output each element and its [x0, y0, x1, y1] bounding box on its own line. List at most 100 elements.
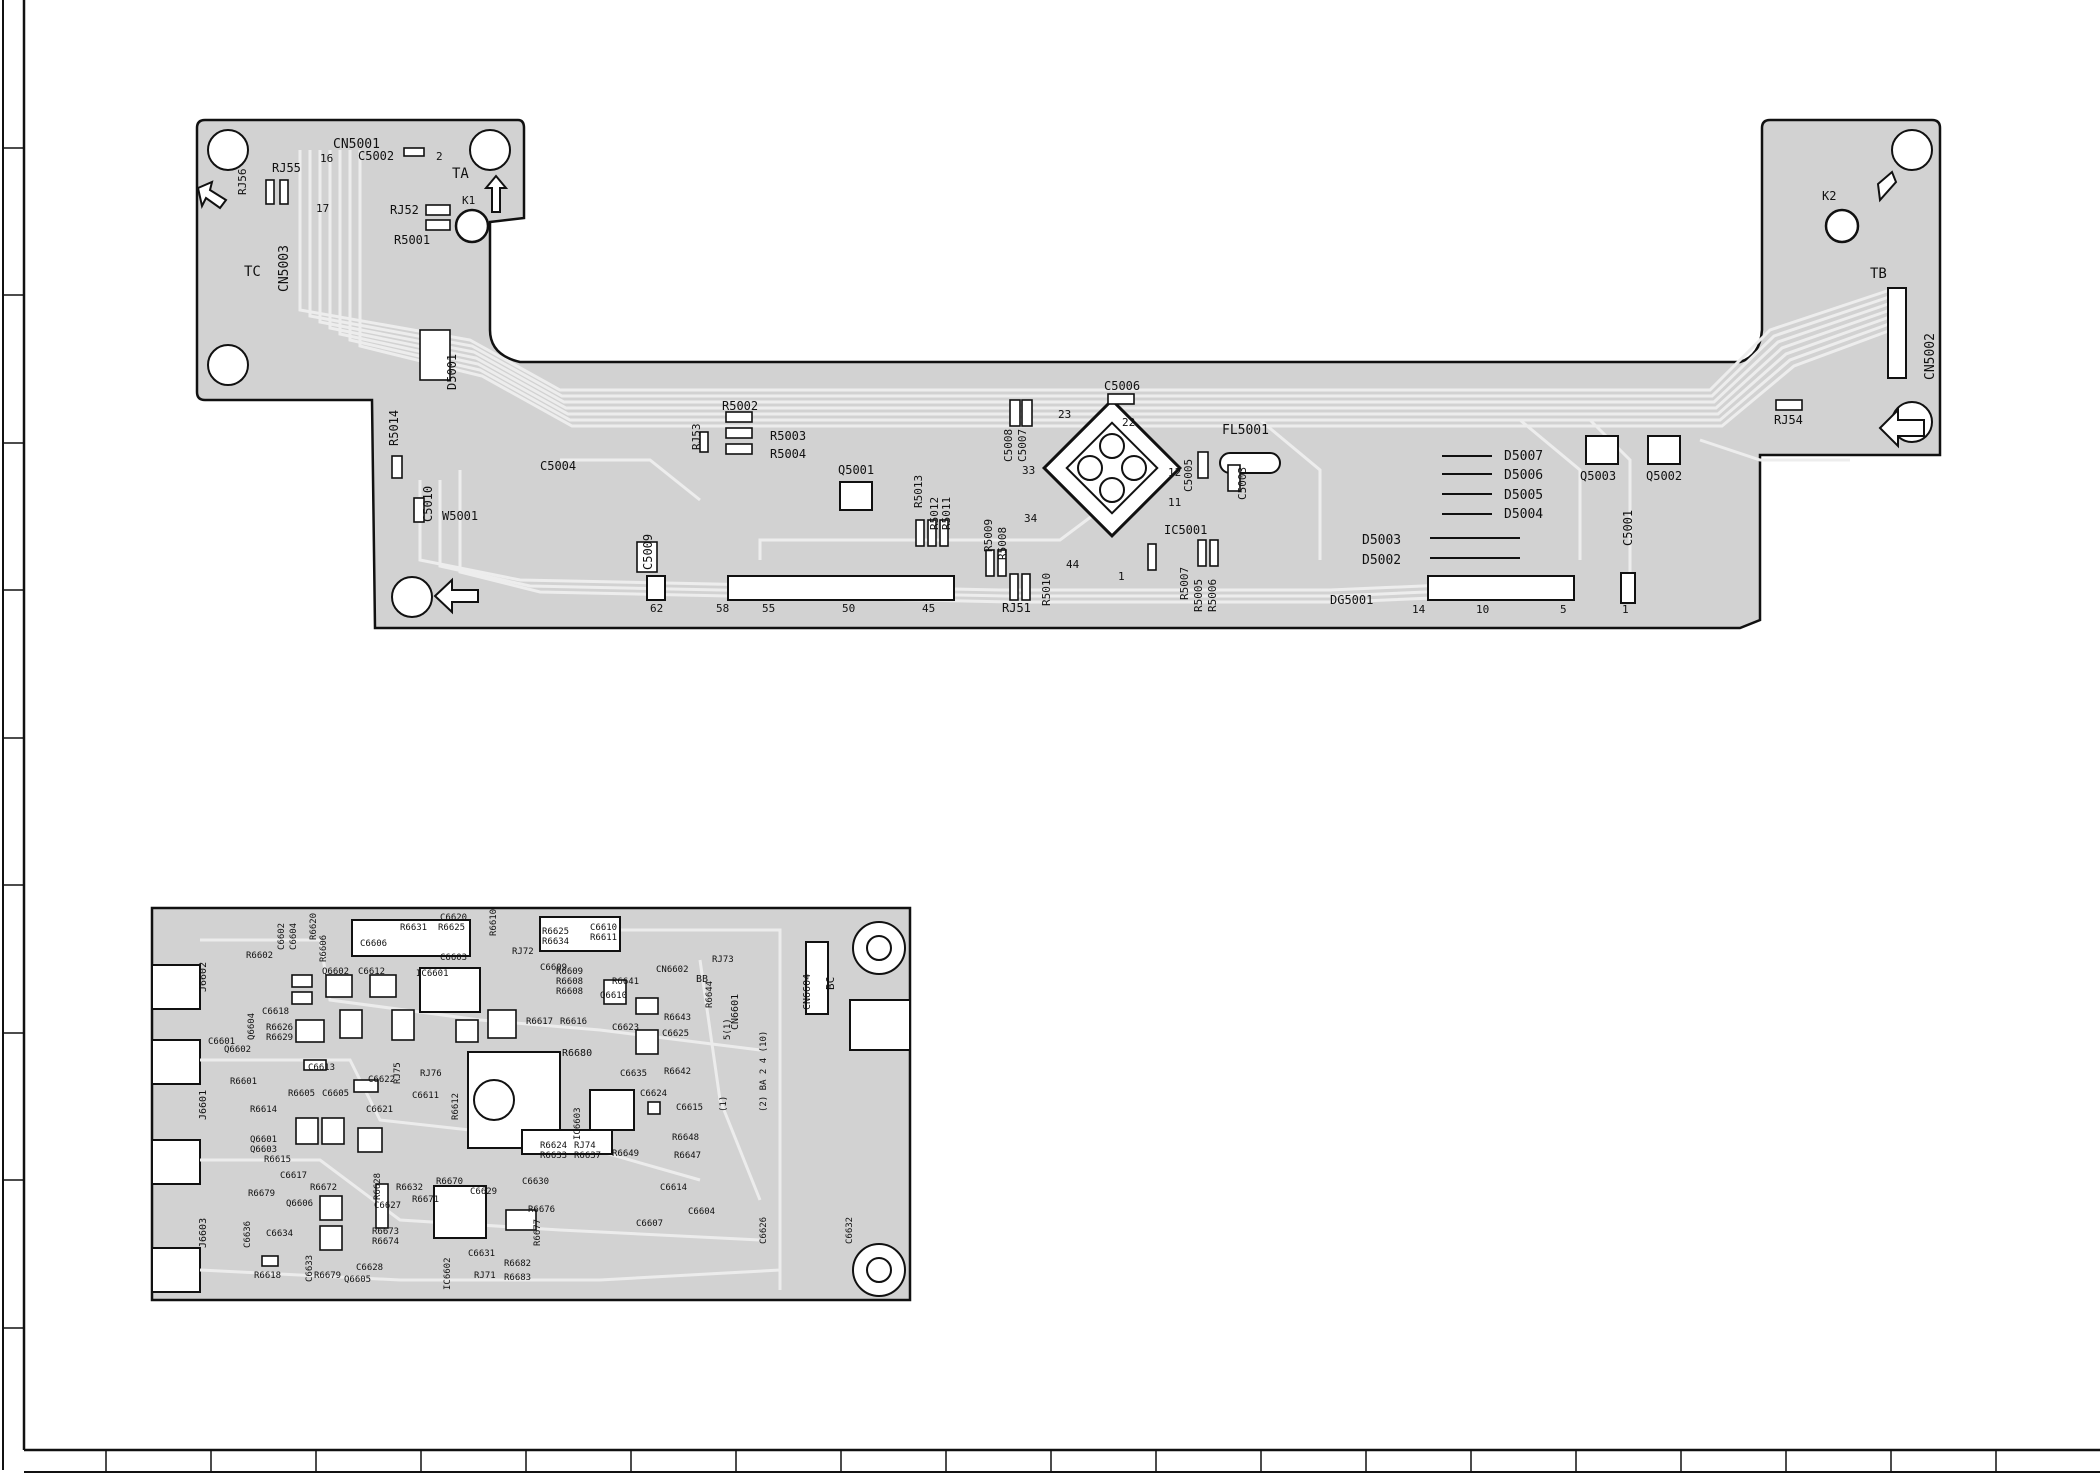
top-p23-label: 23 — [1058, 408, 1071, 421]
top-r5005-label: R5005 — [1192, 579, 1205, 612]
top-cn5001-label: CN5001 — [333, 137, 380, 152]
bottom-c6628-label: C6628 — [356, 1263, 383, 1273]
bottom-r6634-label: R6634 — [542, 937, 569, 947]
cn5002-pins — [1887, 287, 1907, 379]
top-r5013-label: R5013 — [912, 475, 925, 508]
bottom-j6603-label: J6603 — [198, 1218, 209, 1248]
bottom-r6624-label: R6624 — [540, 1141, 567, 1151]
top-pin17-label: 17 — [316, 202, 329, 215]
bottom-c6633-label: C6633 — [305, 1255, 315, 1282]
bottom-ba-label: (2) BA 2 4 (10) — [759, 1031, 769, 1112]
bottom-c6624-label: C6624 — [640, 1089, 667, 1099]
top-p11-label: 11 — [1168, 496, 1181, 509]
bottom-ics — [351, 916, 829, 1239]
bottom-r6642-label: R6642 — [664, 1067, 691, 1077]
bottom-r6615-label: R6615 — [264, 1155, 291, 1165]
bottom-q6605-label: Q6605 — [344, 1275, 371, 1285]
bottom-c6609-label: C6609 — [540, 963, 567, 973]
bottom-r6673-label: R6673 — [372, 1227, 399, 1237]
relay-circles — [454, 208, 1860, 244]
bottom-rj75-label: RJ75 — [393, 1062, 403, 1084]
top-rj56-label: RJ56 — [236, 169, 249, 196]
bottom-c6620-label: C6620 — [440, 913, 467, 923]
bottom-c6622-label: C6622 — [368, 1075, 395, 1085]
bottom-q6602-label: Q6602 — [322, 967, 349, 977]
bottom-r6676-label: R6676 — [528, 1205, 555, 1215]
bottom-c6604-label: C6604 — [289, 923, 299, 950]
bottom-r6644-label: R6644 — [705, 981, 715, 1008]
bottom-q6606-label: Q6606 — [286, 1199, 313, 1209]
top-k2-label: K2 — [1822, 189, 1836, 203]
top-d5005-label: D5005 — [1504, 488, 1543, 503]
top-rj54-label: RJ54 — [1774, 413, 1803, 427]
bottom-rj72-label: RJ72 — [512, 947, 534, 957]
top-p33-label: 33 — [1022, 464, 1035, 477]
bottom-c6602a-label: C6602 — [277, 923, 287, 950]
top-c5007-label: C5007 — [1016, 429, 1029, 462]
bottom-c6627-label: C6627 — [374, 1201, 401, 1211]
bottom-r6606-label: R6606 — [319, 935, 329, 962]
bottom-c6636-label: C6636 — [243, 1221, 253, 1248]
top-r5012-label: R5012 — [928, 497, 941, 530]
top-r5011-label: R5011 — [940, 497, 953, 530]
connector-dg5001 — [646, 572, 1636, 604]
bottom-r6683-label: R6683 — [504, 1273, 531, 1283]
top-c5006-label: C5006 — [1104, 379, 1140, 393]
top-d5003-label: D5003 — [1362, 533, 1401, 548]
bottom-board-edge-cuts — [151, 964, 911, 1293]
bottom-c6621-label: C6621 — [366, 1105, 393, 1115]
mounting-holes — [207, 129, 1933, 618]
top-c5009-label: C5009 — [641, 534, 655, 570]
bottom-r6682-label: R6682 — [504, 1259, 531, 1269]
bottom-c6613-label: C6613 — [308, 1063, 335, 1073]
bottom-c6631-label: C6631 — [468, 1249, 495, 1259]
bottom-c6601-label: C6601 — [208, 1037, 235, 1047]
bottom-r6647-label: R6647 — [674, 1151, 701, 1161]
bottom-j6601-label: J6601 — [198, 1090, 209, 1120]
top-d5006-label: D5006 — [1504, 468, 1543, 483]
top-board — [195, 118, 1942, 630]
bottom-r6633-label: R6633 — [540, 1151, 567, 1161]
top-r5014-label: R5014 — [387, 410, 401, 446]
bottom-c6604b-label: C6604 — [688, 1207, 715, 1217]
top-c5002-label: C5002 — [358, 149, 394, 163]
top-fl5001-label: FL5001 — [1222, 423, 1269, 438]
bottom-j6602-label: J6602 — [198, 962, 209, 992]
top-p22-label: 22 — [1122, 416, 1135, 429]
top-w5001-label: W5001 — [442, 509, 478, 523]
bottom-c6615-label: C6615 — [676, 1103, 703, 1113]
top-q5001-label: Q5001 — [838, 463, 874, 477]
bottom-r6618-label: R6618 — [254, 1271, 281, 1281]
top-d5001-label: D5001 — [445, 354, 459, 390]
bottom-smd-blocks — [261, 974, 661, 1267]
top-ta-label: TA — [452, 166, 469, 182]
bottom-c6607-label: C6607 — [636, 1219, 663, 1229]
bottom-r6620-label: R6620 — [309, 913, 319, 940]
bottom-rj71-label: RJ71 — [474, 1271, 496, 1281]
bottom-c6610-label: C6610 — [590, 923, 617, 933]
top-f45-label: 45 — [922, 602, 935, 615]
bottom-p1-label: (1) — [719, 1096, 729, 1112]
bottom-c6634-label: C6634 — [266, 1229, 293, 1239]
bottom-r6632-label: R6632 — [396, 1183, 423, 1193]
bottom-r6680-label: R6680 — [562, 1048, 592, 1059]
top-c5003-label: C5003 — [1236, 467, 1249, 500]
top-tb-label: TB — [1870, 266, 1887, 282]
bottom-c6635-label: C6635 — [620, 1069, 647, 1079]
bottom-c6629-label: C6629 — [470, 1187, 497, 1197]
bottom-r6610-label: R6610 — [489, 909, 499, 936]
top-c5010-label: C5010 — [421, 486, 435, 522]
bottom-r6601-label: R6601 — [230, 1077, 257, 1087]
bottom-c6630-label: C6630 — [522, 1177, 549, 1187]
top-d5007-label: D5007 — [1504, 449, 1543, 464]
bottom-r6625-label: R6625 — [438, 923, 465, 933]
bottom-c6606-label: C6606 — [360, 939, 387, 949]
bottom-cn6604-label: CN6604 — [802, 974, 813, 1010]
left-ruler-ticks — [3, 147, 24, 1329]
top-c5008-label: C5008 — [1002, 429, 1015, 462]
bottom-r6602-label: R6602 — [246, 951, 273, 961]
top-r5006-label: R5006 — [1206, 579, 1219, 612]
